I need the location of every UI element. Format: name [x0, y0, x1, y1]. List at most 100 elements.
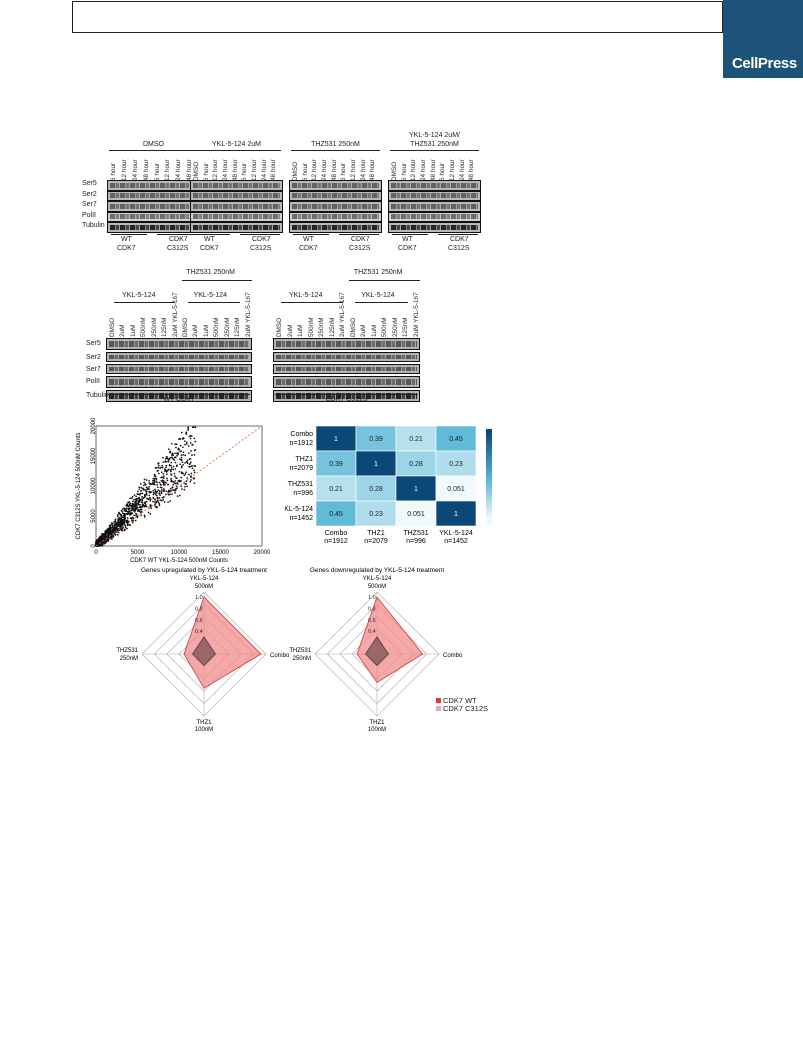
- scatter-point: [173, 472, 176, 475]
- colorbar-segment: [486, 457, 492, 462]
- heatmap-cell: [315, 450, 357, 477]
- scatter-point: [152, 482, 155, 485]
- scatter-point: [133, 494, 136, 496]
- heatmap-row-count: n=1452: [289, 515, 313, 522]
- scatter-point: [111, 523, 113, 526]
- group-title: YKL-5-124 2uM/: [409, 132, 460, 139]
- radar-axis-label: 100nM: [368, 727, 386, 733]
- heatmap-col-count: n=1912: [324, 538, 348, 545]
- radar-tick: 0.6: [195, 618, 203, 624]
- lane-label: DMSO: [109, 317, 116, 337]
- scatter-point: [184, 485, 186, 488]
- scatter-point: [120, 514, 123, 517]
- scatter-point: [171, 442, 173, 445]
- blot-row-label: Tubulin: [82, 222, 105, 229]
- radar-series-shape: [183, 596, 262, 689]
- scatter-point: [148, 488, 151, 490]
- scatter-point: [174, 491, 177, 494]
- scatter-point: [129, 513, 132, 516]
- colorbar-segment: [486, 477, 492, 482]
- scatter-point: [134, 508, 137, 511]
- scatter-point: [193, 464, 196, 467]
- genotype-label: C312S: [448, 245, 470, 252]
- scatter-point: [167, 483, 169, 486]
- colorbar-segment: [486, 485, 492, 490]
- scatter-point: [181, 488, 183, 490]
- radar-tick: 0.8: [195, 606, 203, 612]
- scatter-point: [156, 486, 159, 489]
- scatter-point: [176, 454, 178, 457]
- scatter-point: [194, 440, 197, 443]
- colorbar-segment: [486, 449, 492, 454]
- scatter-point: [184, 443, 186, 446]
- scatter-point: [150, 507, 153, 509]
- scatter-point: [191, 465, 193, 467]
- scatter-point: [98, 543, 100, 546]
- scatter-point: [162, 490, 165, 492]
- scatter-point: [172, 468, 174, 471]
- scatter-point: [193, 482, 196, 485]
- radar-axis-label: 500nM: [195, 584, 213, 590]
- scatter-point: [125, 510, 128, 513]
- x-axis-label: CDK7 WT YKL-5-124 500nM Counts: [130, 558, 228, 564]
- lane-label: 1uM: [370, 324, 378, 337]
- x-tick-label: 0: [94, 550, 98, 556]
- lane-label: 24 hour: [260, 159, 268, 181]
- plot-frame: [95, 425, 263, 547]
- scatter-point: [182, 451, 185, 454]
- scatter-point: [137, 501, 140, 504]
- scatter-point: [134, 500, 137, 503]
- scatter-point: [116, 523, 119, 526]
- scatter-point: [171, 493, 173, 495]
- scatter-point: [176, 477, 178, 480]
- scatter-point: [149, 498, 152, 501]
- radar-axis-label: THZ531: [116, 648, 138, 654]
- scatter-point: [162, 475, 165, 477]
- blot-strip: [289, 190, 382, 201]
- scatter-point: [169, 493, 171, 496]
- lane-label: 2uM YKL-5-167: [171, 292, 179, 337]
- scatter-point: [139, 508, 142, 511]
- blot-strip: [273, 390, 420, 402]
- radar-tick: 0.4: [195, 629, 203, 635]
- scatter-point: [164, 483, 166, 486]
- radar-tick: 0.8: [368, 606, 376, 612]
- lane-label: 2uM YKL-5-167: [339, 292, 346, 337]
- scatter-point: [160, 471, 163, 474]
- scatter-point: [168, 457, 171, 459]
- scatter-point: [152, 479, 154, 482]
- lane-label: DMSO: [276, 317, 283, 337]
- scatter-point: [179, 450, 181, 453]
- blot-band: [292, 224, 379, 230]
- scatter-point: [164, 469, 167, 471]
- scatter-point: [112, 531, 115, 533]
- scatter-point: [166, 469, 169, 472]
- genotype-line: [111, 234, 147, 235]
- scatter-point: [160, 484, 162, 486]
- lane-label: 1uM: [297, 324, 304, 337]
- lane-label: 24 hour: [175, 159, 183, 181]
- scatter-point: [140, 512, 142, 514]
- scatter-point: [192, 477, 195, 480]
- scatter-point: [169, 490, 171, 492]
- blot-band: [193, 214, 280, 220]
- scatter-point: [139, 492, 142, 495]
- scatter-point: [119, 523, 122, 526]
- blot-band: [292, 182, 379, 188]
- blot-band: [193, 203, 280, 209]
- scatter-point: [141, 492, 144, 495]
- scatter-point: [135, 495, 138, 498]
- scatter-point: [128, 524, 131, 526]
- lane-label: 125nM: [402, 317, 409, 337]
- genotype-label: C312S: [250, 245, 272, 252]
- heatmap-row-label: THZ1: [296, 456, 314, 463]
- scatter-point: [177, 452, 179, 454]
- lane-label: 6 hour: [110, 162, 117, 181]
- radar-series-shape: [192, 636, 216, 666]
- scatter-point: [143, 488, 145, 491]
- scatter-point: [181, 472, 184, 475]
- heatmap-value: 1: [334, 436, 338, 443]
- scatter-point: [137, 509, 139, 511]
- scatter-point: [187, 452, 190, 454]
- colorbar-segment: [486, 453, 492, 458]
